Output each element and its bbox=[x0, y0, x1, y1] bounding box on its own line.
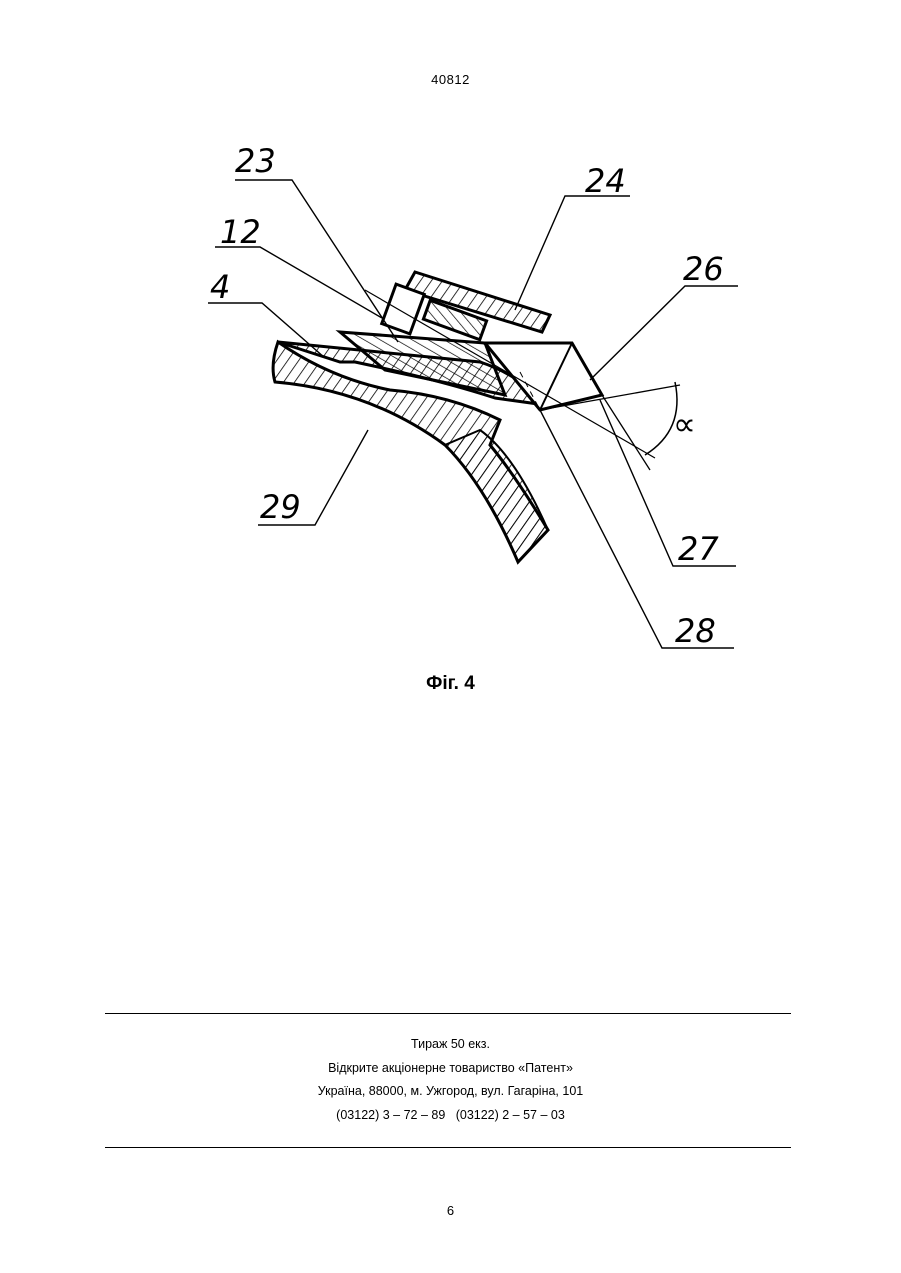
publisher-text: Відкрите акціонерне товариство «Патент» bbox=[0, 1057, 901, 1081]
phones-text: (03122) 3 – 72 – 89 (03122) 2 – 57 – 03 bbox=[0, 1104, 901, 1128]
callout-29: 29 bbox=[260, 488, 301, 526]
address-text: Україна, 88000, м. Ужгород, вул. Гагарін… bbox=[0, 1080, 901, 1104]
upper-block bbox=[382, 272, 550, 340]
figure-caption: Фіг. 4 bbox=[0, 673, 901, 695]
callout-4: 4 bbox=[210, 268, 230, 306]
callout-24: 24 bbox=[585, 162, 626, 200]
circulation-text: Тираж 50 екз. bbox=[0, 1033, 901, 1057]
angle-alpha-symbol: ∝ bbox=[673, 405, 696, 443]
callout-23: 23 bbox=[235, 142, 276, 180]
callout-28: 28 bbox=[675, 612, 716, 650]
imprint-block: Тираж 50 екз. Відкрите акціонерне товари… bbox=[0, 1033, 901, 1127]
callout-12: 12 bbox=[220, 213, 261, 251]
divider-top bbox=[105, 1013, 791, 1014]
divider-bottom bbox=[105, 1147, 791, 1148]
patent-number: 40812 bbox=[0, 72, 901, 87]
technical-drawing-figure-4: 23 24 12 26 4 29 27 28 ∝ bbox=[140, 100, 760, 670]
page-number: 6 bbox=[0, 1203, 901, 1218]
callout-26: 26 bbox=[683, 250, 724, 288]
callout-27: 27 bbox=[678, 530, 719, 568]
